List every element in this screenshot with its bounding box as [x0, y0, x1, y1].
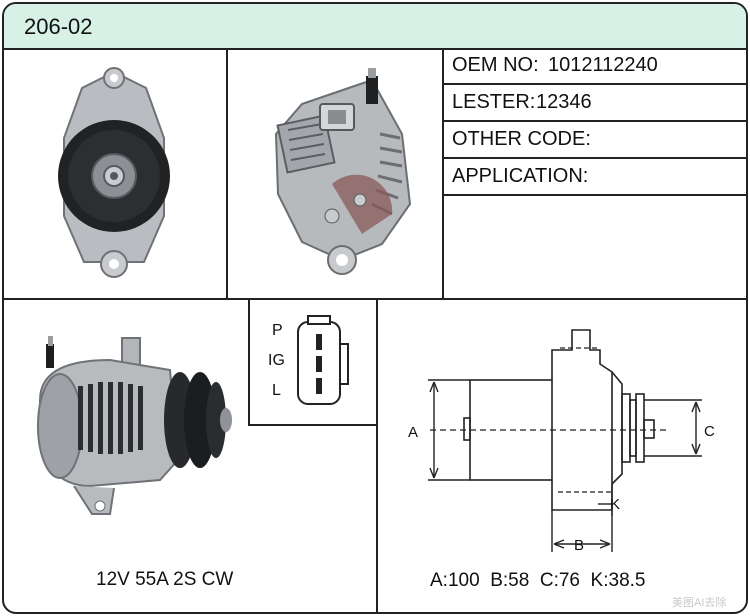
connector-plug-icon: [297, 315, 349, 405]
electrical-rating: 12V 55A 2S CW: [96, 569, 234, 590]
connector-pin-l-label: L: [272, 382, 281, 399]
alternator-side-view-image: [37, 336, 232, 515]
spec-label: APPLICATION:: [452, 165, 589, 187]
spec-row-oem: OEM NO: 1012112240: [444, 48, 746, 85]
spec-row-other-code: OTHER CODE:: [444, 122, 746, 159]
dimension-b-label: B: [574, 537, 585, 554]
connector-pin-p-label: P: [272, 322, 283, 339]
alternator-front-view-image: [58, 67, 170, 278]
connector-pin-ig-label: IG: [268, 352, 285, 369]
spec-value: 1012112240: [548, 54, 658, 76]
divider: [248, 424, 378, 426]
model-number: 206-02: [24, 14, 93, 39]
divider: [4, 298, 746, 300]
spec-row-lester: LESTER: 12346: [444, 85, 746, 122]
spec-row-application: APPLICATION:: [444, 159, 746, 196]
spec-label: LESTER:: [452, 91, 536, 113]
spec-label: OEM NO:: [452, 54, 539, 76]
dimension-k-label: K: [610, 496, 621, 513]
dimension-drawing: [428, 329, 702, 552]
dimension-c-label: C: [704, 423, 715, 440]
dimension-a-label: A: [408, 424, 419, 441]
spec-value: 12346: [536, 91, 592, 113]
header-bar: 206-02: [4, 4, 746, 50]
watermark: 美图AI去除: [672, 597, 727, 609]
alternator-rear-view-image: [274, 68, 412, 275]
divider: [442, 48, 444, 300]
divider: [226, 48, 228, 300]
dimension-summary: A:100 B:58 C:76 K:38.5: [430, 570, 646, 591]
spec-label: OTHER CODE:: [452, 128, 591, 150]
divider: [376, 298, 378, 612]
divider: [248, 298, 250, 426]
